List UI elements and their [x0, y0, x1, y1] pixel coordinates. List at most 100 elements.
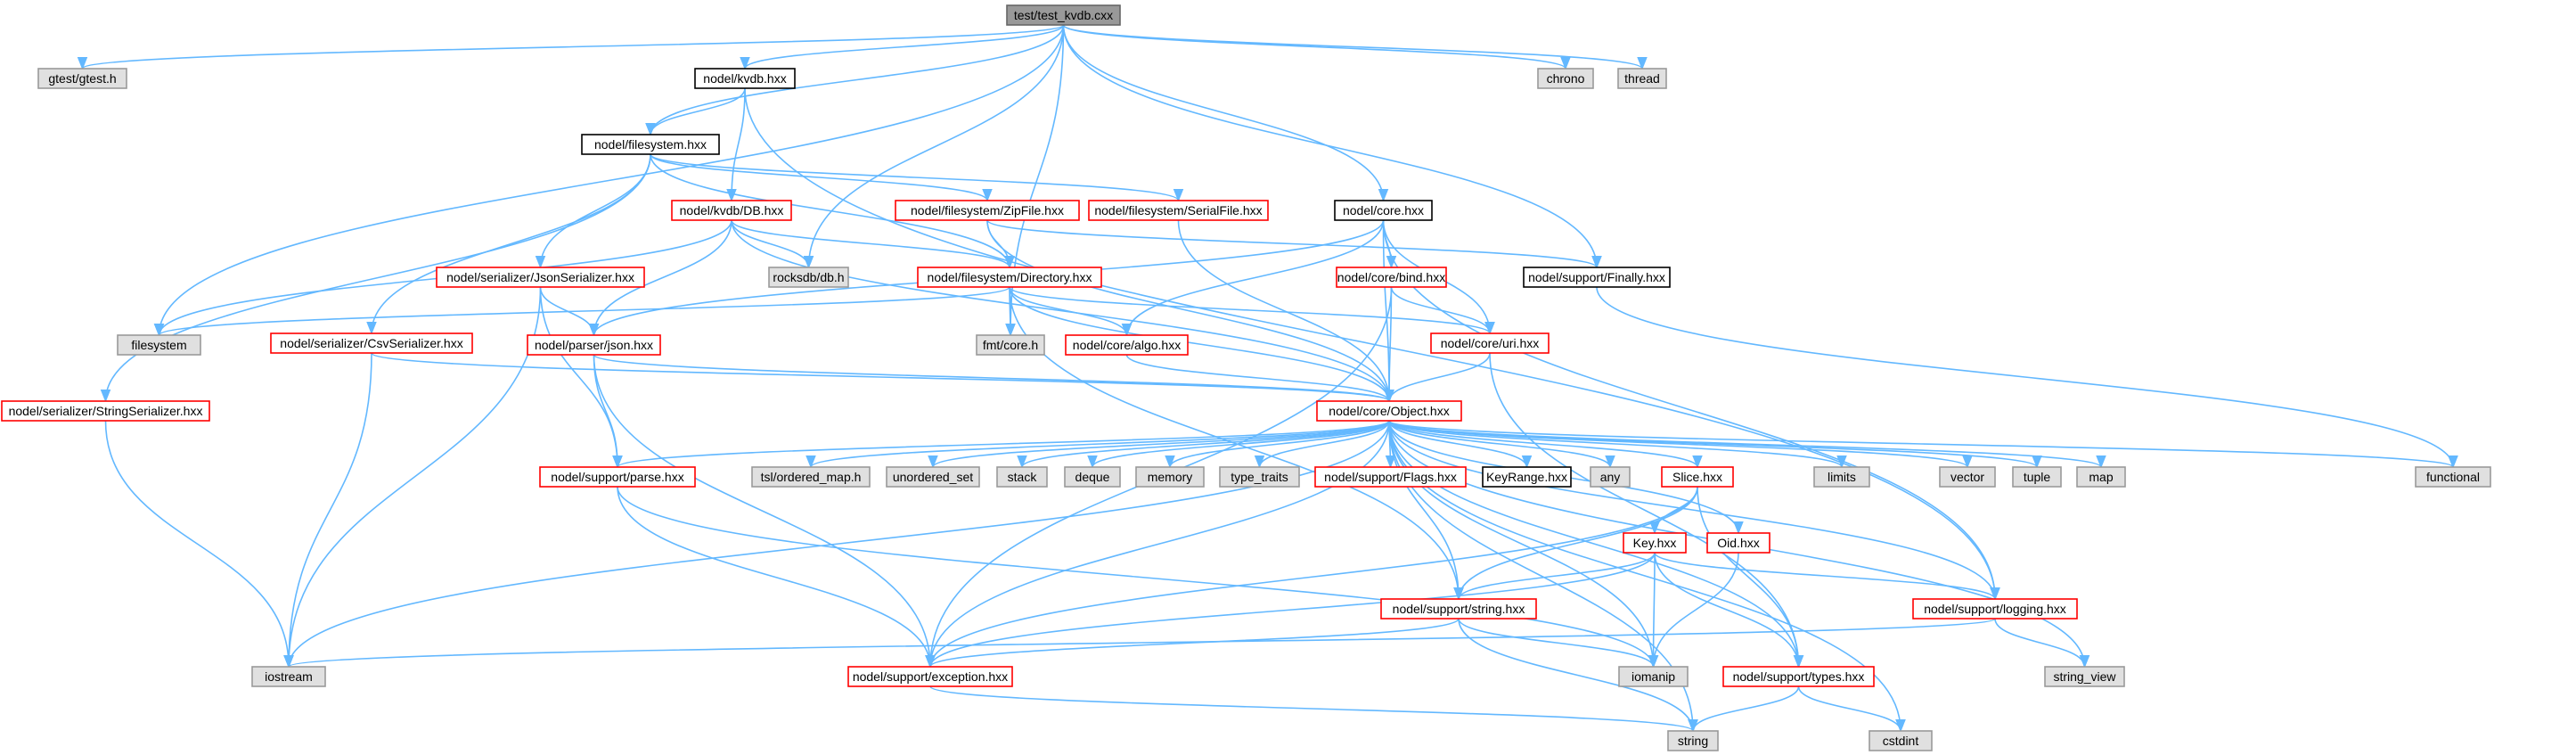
node-jsonser[interactable]: nodel/serializer/JsonSerializer.hxx	[436, 267, 645, 288]
node-typetraits: type_traits	[1219, 466, 1300, 488]
edge-fs-to-jsonser	[535, 153, 651, 269]
edge-line	[731, 219, 1394, 403]
edge-line	[1384, 352, 1491, 403]
node-box	[1, 400, 210, 422]
node-fmt: fmt/core.h	[976, 334, 1045, 356]
node-label: map	[2089, 470, 2113, 484]
edge-directory-to-uri	[1009, 286, 1495, 335]
node-thread: thread	[1617, 68, 1667, 89]
edge-key-to-types	[1654, 552, 1804, 669]
edge-root-to-rocksdb	[803, 24, 1065, 269]
edge-line	[1388, 420, 2000, 601]
node-memory: memory	[1135, 466, 1205, 488]
node-label: string_view	[2053, 669, 2116, 684]
node-box	[976, 334, 1045, 356]
node-label: nodel/filesystem/SerialFile.hxx	[1094, 203, 1262, 217]
node-kvdb[interactable]: nodel/kvdb.hxx	[694, 68, 796, 89]
edge-key-to-string_hxx	[1453, 552, 1656, 601]
edge-db-to-directory	[731, 219, 1015, 269]
node-serialfile[interactable]: nodel/filesystem/SerialFile.hxx	[1088, 200, 1269, 221]
edge-line	[1017, 420, 1390, 469]
edge-root-to-core	[1062, 24, 1389, 202]
edge-types-to-cstdint	[1797, 685, 1906, 733]
node-label: fmt/core.h	[983, 338, 1038, 352]
node-uset: unordered_set	[886, 466, 980, 488]
node-box	[1939, 466, 1996, 488]
node-core[interactable]: nodel/core.hxx	[1334, 200, 1433, 221]
node-zipfile[interactable]: nodel/filesystem/ZipFile.hxx	[895, 200, 1080, 221]
node-deque: deque	[1064, 466, 1121, 488]
edge-object-to-limits	[1388, 420, 1847, 469]
node-label: nodel/parser/json.hxx	[535, 338, 653, 352]
edge-jsonser-to-iostream	[283, 286, 542, 669]
node-keyrange[interactable]: KeyRange.hxx	[1482, 466, 1572, 488]
node-label: tuple	[2024, 470, 2051, 484]
edge-line	[1388, 420, 1847, 469]
edge-parse-to-iomanip	[617, 486, 1659, 669]
edge-line	[650, 153, 1015, 269]
node-slice[interactable]: Slice.hxx	[1661, 466, 1734, 488]
edge-fs-to-zipfile	[650, 153, 993, 202]
edge-line	[1009, 286, 1394, 403]
node-label: functional	[2426, 470, 2480, 484]
edge-core-to-logging	[1382, 219, 2000, 601]
node-box	[1006, 4, 1121, 26]
node-box	[996, 466, 1048, 488]
node-bind[interactable]: nodel/core/bind.hxx	[1336, 267, 1447, 288]
node-box	[1135, 466, 1205, 488]
node-flags[interactable]: nodel/support/Flags.hxx	[1314, 466, 1467, 488]
node-parse[interactable]: nodel/support/parse.hxx	[539, 466, 696, 488]
edge-line	[806, 420, 1390, 469]
node-exception[interactable]: nodel/support/exception.hxx	[847, 666, 1013, 687]
edge-json-to-parse	[593, 354, 623, 469]
node-finally[interactable]: nodel/support/Finally.hxx	[1523, 267, 1671, 288]
edge-object-to-any	[1388, 420, 1615, 469]
node-label: test/test_kvdb.cxx	[1014, 8, 1113, 22]
edge-object-to-exception	[925, 420, 1390, 669]
edge-line	[1382, 219, 2000, 601]
node-box	[436, 267, 645, 288]
node-string_hxx[interactable]: nodel/support/string.hxx	[1380, 598, 1537, 620]
edge-line	[1654, 552, 1804, 669]
edge-line	[153, 24, 1065, 337]
edge-root-to-chrono	[1062, 24, 1571, 70]
node-csvser[interactable]: nodel/serializer/CsvSerializer.hxx	[270, 332, 473, 354]
node-db[interactable]: nodel/kvdb/DB.hxx	[671, 200, 792, 221]
edge-object-to-tsl	[806, 420, 1390, 469]
node-directory[interactable]: nodel/filesystem/Directory.hxx	[917, 267, 1102, 288]
edge-object-to-stack	[1017, 420, 1390, 469]
node-key[interactable]: Key.hxx	[1623, 532, 1687, 554]
edge-line	[617, 486, 1659, 669]
node-json[interactable]: nodel/parser/json.hxx	[527, 334, 661, 356]
edge-line	[283, 286, 542, 669]
edge-line	[1177, 219, 1394, 403]
node-types[interactable]: nodel/support/types.hxx	[1722, 666, 1875, 687]
node-box	[539, 466, 696, 488]
node-label: thread	[1624, 71, 1660, 86]
edge-root-to-fs	[645, 24, 1065, 136]
edge-layer	[78, 24, 2458, 733]
edge-key-to-exception	[925, 552, 1656, 669]
node-label: gtest/gtest.h	[48, 71, 116, 86]
edge-line	[731, 219, 814, 269]
edge-slice-to-types	[1697, 486, 1804, 669]
node-label: nodel/support/Finally.hxx	[1528, 270, 1665, 284]
node-object[interactable]: nodel/core/Object.hxx	[1316, 400, 1462, 422]
node-box	[1590, 466, 1631, 488]
node-label: limits	[1828, 470, 1856, 484]
edge-object-to-logging	[1388, 420, 2000, 601]
node-oid[interactable]: Oid.hxx	[1706, 532, 1770, 554]
node-strser[interactable]: nodel/serializer/StringSerializer.hxx	[1, 400, 210, 422]
edge-line	[1489, 352, 1804, 669]
node-logging[interactable]: nodel/support/logging.hxx	[1912, 598, 2078, 620]
node-gtest: gtest/gtest.h	[37, 68, 127, 89]
node-label: nodel/kvdb.hxx	[703, 71, 786, 86]
node-box	[1667, 730, 1719, 751]
edge-bind-to-uri	[1390, 286, 1495, 335]
node-fs[interactable]: nodel/filesystem.hxx	[581, 134, 720, 155]
node-label: nodel/serializer/CsvSerializer.hxx	[280, 336, 462, 350]
node-algo[interactable]: nodel/core/algo.hxx	[1065, 334, 1189, 356]
edge-line	[78, 24, 1065, 70]
node-uri[interactable]: nodel/core/uri.hxx	[1430, 332, 1550, 354]
edge-line	[1797, 685, 1906, 733]
